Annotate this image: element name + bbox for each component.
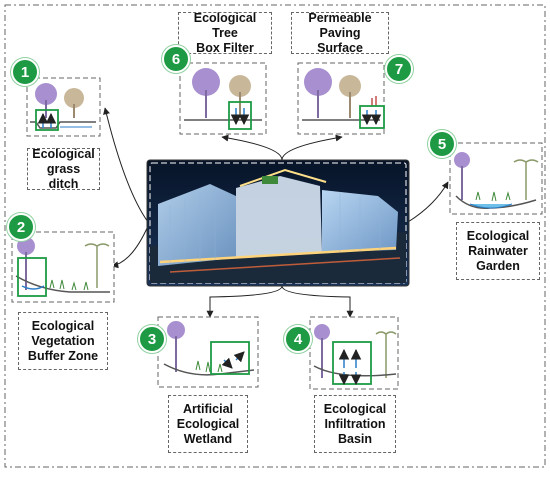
grass-ditch-illustration [26, 77, 101, 137]
tree-box-filter-illustration [179, 62, 267, 135]
badge-5: 5 [428, 130, 456, 158]
label-permeable-paving: Permeable Paving Surface [291, 11, 389, 55]
arrow-to-wetland [206, 285, 283, 318]
badge-3: 3 [138, 325, 166, 353]
badge-4: 4 [284, 325, 312, 353]
label-grass-ditch: Ecological grass ditch [27, 147, 100, 191]
permeable-paving-illustration [297, 62, 385, 135]
badge-1: 1 [11, 58, 39, 86]
central-building-image [146, 159, 410, 287]
label-infiltration-basin: Ecological Infiltration Basin [314, 395, 396, 453]
rain-garden-illustration [449, 142, 543, 215]
label-tree-box-filter: Ecological Tree Box Filter [178, 11, 272, 55]
arrow-to-buffer-zone [111, 225, 149, 269]
badge-7: 7 [385, 55, 413, 83]
arrow-to-rain-garden [407, 181, 449, 223]
label-buffer-zone: Ecological Vegetation Buffer Zone [18, 312, 108, 370]
label-wetland: Artificial Ecological Wetland [168, 395, 248, 453]
buffer-zone-illustration [11, 231, 115, 303]
badge-6: 6 [162, 45, 190, 73]
arrow-to-permeable-paving [281, 134, 343, 161]
outer-frame [4, 4, 546, 468]
wetland-illustration [157, 316, 259, 388]
connector-arrows [103, 107, 449, 318]
arrow-to-infiltration-basin [281, 285, 354, 318]
arrow-to-tree-box [221, 134, 283, 161]
badge-2: 2 [7, 213, 35, 241]
infiltration-basin-illustration [309, 316, 399, 390]
label-rain-garden: Ecological Rainwater Garden [456, 222, 540, 280]
arrow-to-grass-ditch [103, 107, 149, 223]
